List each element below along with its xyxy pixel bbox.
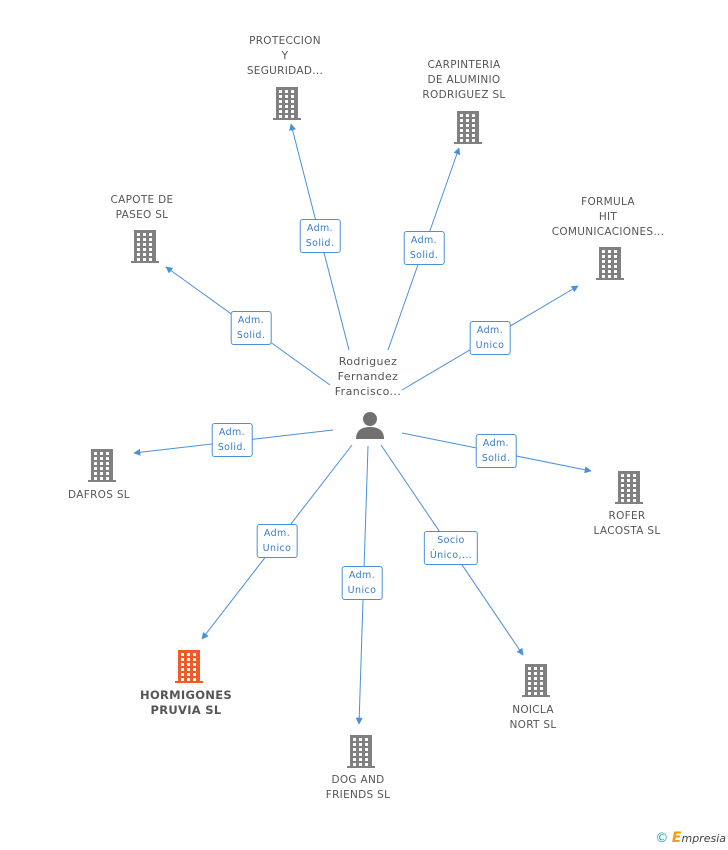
building-icon[interactable] [86,448,118,482]
company-label-dafros[interactable]: DAFROS SL [68,489,130,501]
relation-badge-proteccion: Adm. Solid. [299,219,341,253]
relation-badge-carpinteria: Adm. Solid. [403,231,445,265]
footer-brand: © Empresia [655,830,726,846]
copyright-icon: © [655,831,669,846]
relation-badge-rofer: Adm. Solid. [475,434,517,468]
building-icon[interactable] [594,246,626,280]
relation-badge-capote: Adm. Solid. [230,311,272,345]
building-icon[interactable] [173,649,205,683]
relation-badge-noicla: Socio Único,... [423,531,479,565]
company-label-rofer[interactable]: ROFER LACOSTA SL [593,510,661,537]
relation-badge-dog: Adm. Unico [341,566,383,600]
relation-badge-formula: Adm. Unico [469,321,511,355]
building-icon[interactable] [520,663,552,697]
building-icon[interactable] [452,110,484,144]
company-label-hormigones[interactable]: HORMIGONES PRUVIA SL [140,688,232,717]
relation-badge-hormigones: Adm. Unico [256,524,298,558]
company-label-noicla[interactable]: NOICLA NORT SL [509,704,557,731]
company-label-proteccion[interactable]: PROTECCION Y SEGURIDAD... [246,35,324,77]
brand-logo: Empresia [671,830,726,846]
building-icon[interactable] [271,86,303,120]
person-icon[interactable] [355,410,385,440]
building-icon[interactable] [129,229,161,263]
center-person-label[interactable]: Rodriguez Fernandez Francisco... [334,355,402,398]
company-label-dog[interactable]: DOG AND FRIENDS SL [325,774,391,801]
company-label-carpinteria[interactable]: CARPINTERIA DE ALUMINIO RODRIGUEZ SL [422,59,506,101]
relation-badge-dafros: Adm. Solid. [211,423,253,457]
company-label-formula[interactable]: FORMULA HIT COMUNICACIONES... [551,196,665,238]
company-label-capote[interactable]: CAPOTE DE PASEO SL [110,194,174,221]
building-icon[interactable] [613,470,645,504]
building-icon[interactable] [345,734,377,768]
